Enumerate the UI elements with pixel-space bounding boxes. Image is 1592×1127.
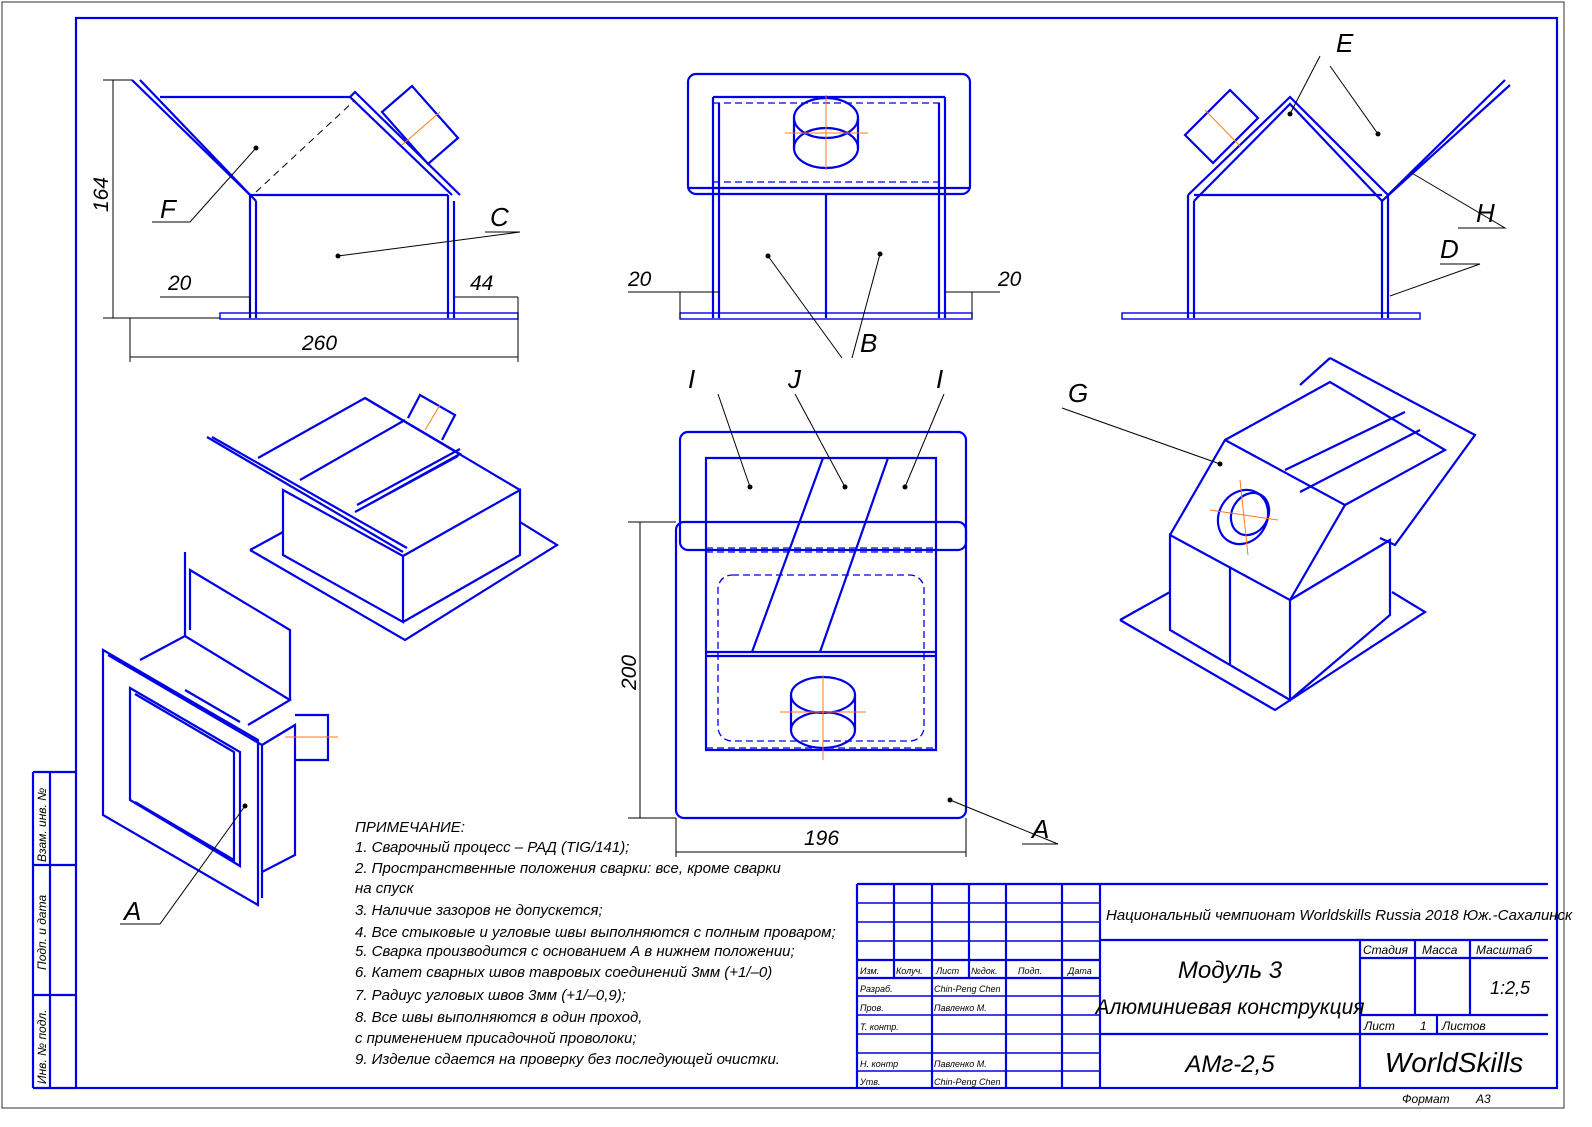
note-line: 8. Все швы выполняются в один проход, bbox=[355, 1009, 642, 1026]
organization-title: Национальный чемпионат Worldskills Russi… bbox=[1106, 907, 1573, 924]
note-line: 9. Изделие сдается на проверку без после… bbox=[355, 1051, 780, 1068]
note-line: 2. Пространственные положения сварки: вс… bbox=[354, 860, 782, 877]
dim-right-offset: 44 bbox=[470, 272, 493, 295]
dims-front-left: 164 260 20 44 bbox=[90, 79, 519, 362]
note-line: 4. Все стыковые и угловые швы выполняютс… bbox=[355, 924, 836, 941]
note-line: 7. Радиус угловых швов 3мм (+1/–0,9); bbox=[355, 987, 626, 1004]
note-line: 1. Сварочный процесс – РАД (TIG/141); bbox=[355, 839, 629, 856]
dim-plan-width: 196 bbox=[804, 827, 839, 850]
stamp-inv-label: Инв. № подл. bbox=[35, 1010, 49, 1084]
stage-label: Стадия bbox=[1363, 943, 1409, 957]
role: Т. контр. bbox=[860, 1022, 899, 1032]
label-D: D bbox=[1440, 234, 1459, 264]
dim-plan-height: 200 bbox=[618, 655, 641, 691]
header-sign: Подп. bbox=[1018, 966, 1042, 976]
dim-top-right: 20 bbox=[997, 268, 1022, 291]
dim-height: 164 bbox=[90, 177, 113, 212]
name: Chin-Peng Chen bbox=[934, 984, 1001, 994]
label-F: F bbox=[160, 194, 178, 224]
company-name: WorldSkills bbox=[1385, 1047, 1523, 1078]
header-date: Дата bbox=[1067, 966, 1092, 976]
note-line: с применением присадочной проволоки; bbox=[355, 1030, 637, 1047]
scale-label: Масштаб bbox=[1476, 943, 1533, 957]
role: Н. контр bbox=[860, 1059, 898, 1069]
label-H: H bbox=[1476, 198, 1495, 228]
sheet-label: Лист bbox=[1363, 1019, 1395, 1033]
dim-length: 260 bbox=[301, 332, 337, 355]
stamp-sign-date-label: Подп. и дата bbox=[35, 895, 49, 970]
title-block: Изм. Колуч. Лист №док. Подп. Дата Разраб… bbox=[855, 882, 1573, 1106]
label-E: E bbox=[1336, 28, 1354, 58]
label-A-iso: A bbox=[122, 896, 141, 926]
role: Утв. bbox=[859, 1077, 880, 1087]
stamp-replace-label: Взам. инв. № bbox=[35, 788, 49, 862]
isometric-view-right bbox=[1119, 357, 1477, 712]
mass-label: Масса bbox=[1422, 943, 1458, 957]
label-B: B bbox=[860, 328, 877, 358]
label-I-right: I bbox=[936, 364, 943, 394]
label-C: C bbox=[490, 202, 509, 232]
isometric-view-top bbox=[206, 393, 560, 642]
label-I-left: I bbox=[688, 364, 695, 394]
header-kol: Колуч. bbox=[896, 966, 923, 976]
label-J: J bbox=[787, 364, 802, 394]
label-G: G bbox=[1068, 378, 1088, 408]
notes-title: ПРИМЕЧАНИЕ: bbox=[355, 819, 465, 836]
side-stamp: Взам. инв. № Подп. и дата Инв. № подл. bbox=[31, 770, 76, 1090]
note-line: 5. Сварка производится с основанием А в … bbox=[355, 943, 795, 960]
format-value: А3 bbox=[1475, 1092, 1491, 1106]
role: Пров. bbox=[860, 1003, 884, 1013]
isometric-view-bottom bbox=[101, 552, 338, 907]
material: АМг-2,5 bbox=[1183, 1051, 1275, 1078]
label-A-plan: A bbox=[1030, 814, 1049, 844]
plan-view: 200 196 bbox=[618, 430, 968, 857]
note-line: 6. Катет сварных швов тавровых соединени… bbox=[355, 964, 772, 981]
sheet-value: 1 bbox=[1420, 1019, 1427, 1033]
header-izm: Изм. bbox=[860, 966, 879, 976]
dim-top-left: 20 bbox=[627, 268, 652, 291]
name: Chin-Peng Chen bbox=[934, 1077, 1001, 1087]
document-title-1: Модуль 3 bbox=[1178, 957, 1283, 984]
header-doc: №док. bbox=[971, 966, 997, 976]
drawing-frame bbox=[74, 16, 1559, 1090]
side-view-right bbox=[1121, 79, 1511, 320]
document-title-2: Алюминиевая конструкция bbox=[1093, 996, 1364, 1019]
format-label: Формат bbox=[1402, 1092, 1450, 1106]
role: Разраб. bbox=[860, 984, 893, 994]
scale-value: 1:2,5 bbox=[1490, 978, 1531, 998]
notes: ПРИМЕЧАНИЕ: 1. Сварочный процесс – РАД (… bbox=[354, 819, 836, 1068]
dim-left-offset: 20 bbox=[167, 272, 192, 295]
note-line: 3. Наличие зазоров не допускется; bbox=[355, 902, 603, 919]
callouts: F C E H D B I J I G A A bbox=[120, 28, 1507, 926]
sheets-label: Листов bbox=[1441, 1019, 1486, 1033]
outer-border bbox=[1, 1, 1565, 1109]
front-view-middle: 20 20 bbox=[627, 72, 1022, 320]
name: Павленко М. bbox=[934, 1003, 987, 1013]
name: Павленко М. bbox=[934, 1059, 987, 1069]
note-line: на спуск bbox=[355, 880, 415, 897]
header-list: Лист bbox=[935, 966, 960, 976]
